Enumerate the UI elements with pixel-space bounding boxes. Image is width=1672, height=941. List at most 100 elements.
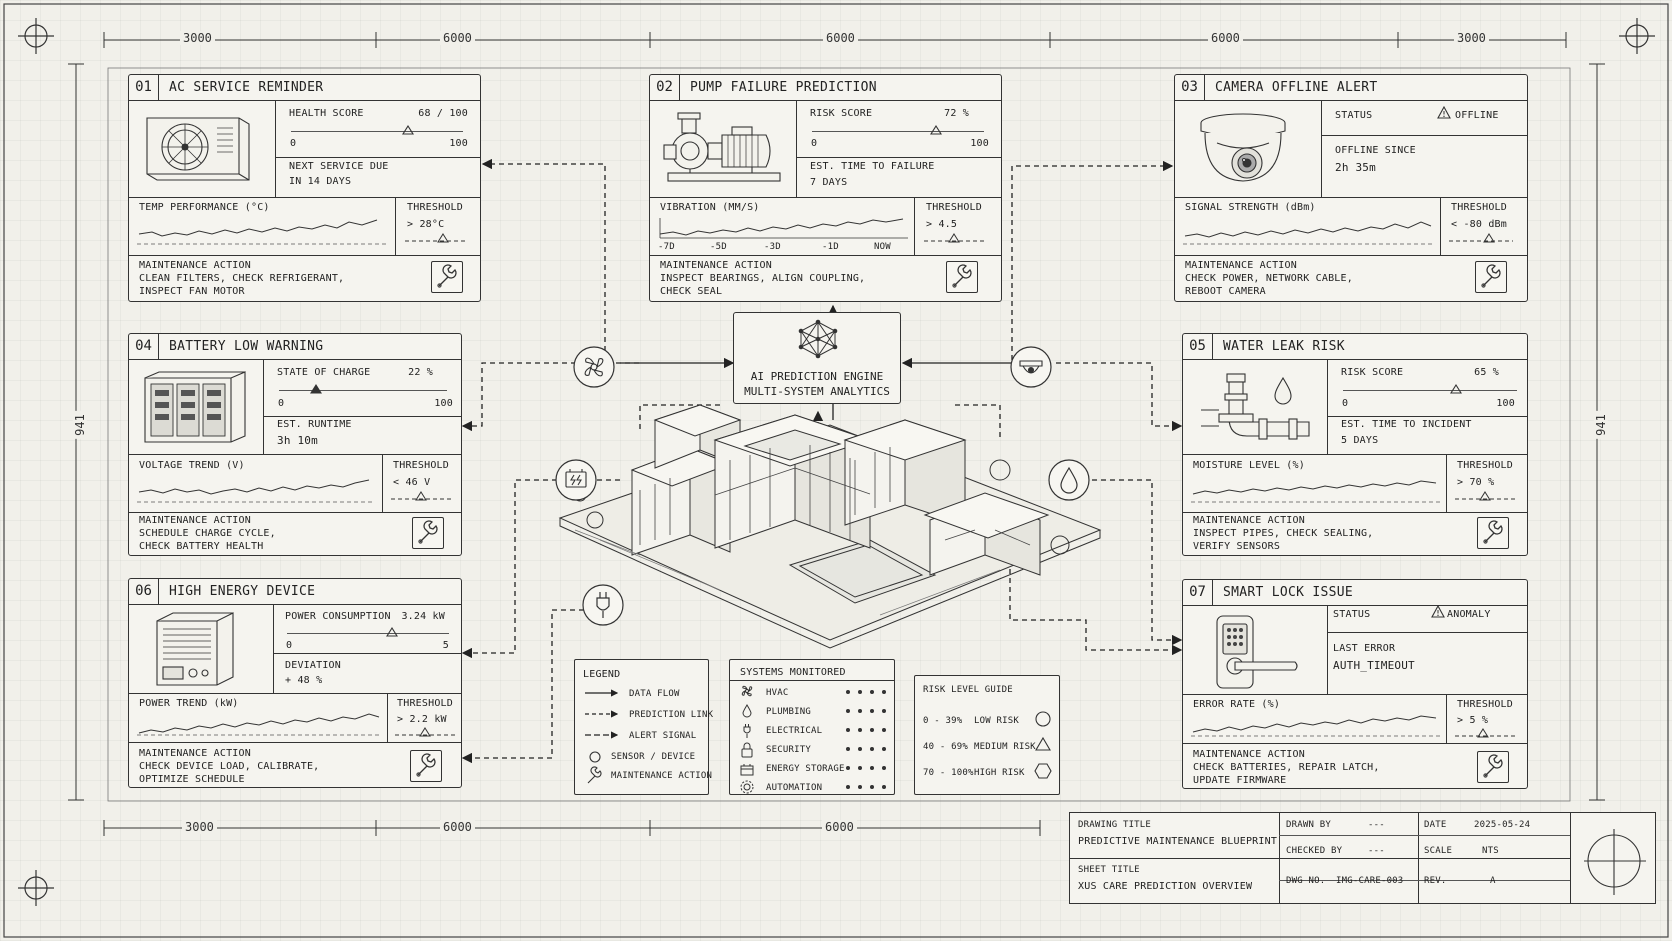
action-label: MAINTENANCE ACTION: [139, 515, 251, 526]
risk-symbols: [1034, 711, 1052, 779]
scale-max: 100: [449, 138, 468, 149]
action-line: INSPECT BEARINGS, ALIGN COUPLING,: [660, 273, 866, 284]
scale-max: 100: [1496, 398, 1515, 409]
metric-value: 22 %: [408, 367, 433, 378]
maintenance-wrench-button[interactable]: [1477, 751, 1509, 783]
plug-icon: [596, 592, 610, 618]
trend-label: ERROR RATE (%): [1193, 699, 1281, 710]
risk-guide-title: RISK LEVEL GUIDE: [923, 685, 1013, 695]
card-title: SMART LOCK ISSUE: [1223, 585, 1354, 600]
threshold-value: > 70 %: [1457, 477, 1495, 488]
neural-network-icon: [798, 319, 838, 359]
sub-value: AUTH_TIMEOUT: [1333, 659, 1415, 672]
sub-label: OFFLINE SINCE: [1335, 145, 1416, 156]
x-tick: NOW: [874, 242, 891, 252]
threshold-value: > 4.5: [926, 219, 958, 230]
card-number: 02: [650, 75, 680, 100]
sub-label: EST. TIME TO INCIDENT: [1341, 419, 1472, 430]
scale-max: 100: [434, 398, 453, 409]
legend-box: LEGEND DATA FLOW PREDICTION LINK ALERT S…: [574, 659, 713, 795]
risk-range: 0 - 39%: [923, 716, 963, 726]
threshold-marker: [405, 233, 467, 243]
sub-value: 2h 35m: [1335, 161, 1376, 174]
pump-icon: [663, 112, 781, 182]
sub-value: 7 DAYS: [810, 177, 848, 188]
sub-label: NEXT SERVICE DUE: [289, 161, 389, 172]
action-line: REBOOT CAMERA: [1185, 286, 1266, 297]
battery-icon: [740, 764, 754, 776]
maintenance-wrench-button[interactable]: [946, 261, 978, 293]
metric-value: 3.24 kW: [401, 611, 445, 622]
system-item: HVAC: [766, 688, 789, 698]
triangle-icon: [1035, 736, 1051, 751]
trend-sparkline: [1183, 221, 1433, 245]
threshold-value: > 2.2 kW: [397, 714, 447, 725]
risk-range: 70 - 100%: [923, 768, 974, 778]
scale-max: 100: [970, 138, 989, 149]
level-marker: [401, 124, 414, 135]
plug-icon: [743, 724, 751, 738]
x-tick: -1D: [822, 242, 839, 252]
maintenance-wrench-button[interactable]: [1475, 261, 1507, 293]
checked-by-label: CHECKED BY: [1286, 846, 1343, 856]
action-line: CHECK SEAL: [660, 286, 723, 297]
action-line: CLEAN FILTERS, CHECK REFRIGERANT,: [139, 273, 345, 284]
maintenance-wrench-button[interactable]: [410, 750, 442, 782]
legend-item: DATA FLOW: [629, 689, 680, 699]
scale-min: 0: [290, 138, 297, 149]
sub-label: EST. TIME TO FAILURE: [810, 161, 935, 172]
checked-by: ---: [1368, 846, 1385, 856]
action-line: OPTIMIZE SCHEDULE: [139, 774, 245, 785]
status-dots: [846, 690, 886, 789]
maintenance-wrench-button[interactable]: [431, 261, 463, 293]
scale-min: 0: [1342, 398, 1349, 409]
dim-label: 3000: [180, 31, 215, 45]
battery-icon: [565, 469, 587, 488]
card-title: HIGH ENERGY DEVICE: [169, 584, 316, 599]
metric-label: POWER CONSUMPTION: [285, 611, 391, 622]
scale-min: 0: [286, 640, 293, 651]
x-tick: -5D: [710, 242, 727, 252]
pipe-leak-icon: [1201, 373, 1310, 440]
threshold-label: THRESHOLD: [926, 202, 982, 213]
heat-pump-icon: [156, 612, 234, 686]
trend-sparkline: [1191, 480, 1441, 503]
date: 2025-05-24: [1474, 820, 1531, 830]
action-line: UPDATE FIRMWARE: [1193, 775, 1287, 786]
x-tick: -3D: [764, 242, 781, 252]
fan-icon: [584, 357, 604, 377]
maintenance-wrench-button[interactable]: [1477, 517, 1509, 549]
registration-mark-icon: [1584, 829, 1646, 895]
sub-label: DEVIATION: [285, 660, 341, 671]
threshold-value: < 46 V: [393, 477, 431, 488]
threshold-label: THRESHOLD: [1457, 699, 1513, 710]
level-marker: [1450, 383, 1463, 394]
dwg-no-label: DWG NO.: [1286, 876, 1326, 886]
engine-title: AI PREDICTION ENGINE: [750, 370, 884, 383]
action-line: SCHEDULE CHARGE CYCLE,: [139, 528, 276, 539]
systems-title: SYSTEMS MONITORED: [740, 667, 846, 678]
metric-label: STATE OF CHARGE: [277, 367, 371, 378]
metric-value: 65 %: [1474, 367, 1499, 378]
threshold-marker: [1455, 491, 1517, 501]
circle-icon: [1035, 711, 1051, 727]
sheet-title-label: SHEET TITLE: [1078, 865, 1140, 875]
ai-prediction-engine[interactable]: AI PREDICTION ENGINE MULTI-SYSTEM ANALYT…: [733, 312, 901, 404]
system-item: SECURITY: [766, 745, 811, 755]
gear-icon: [740, 780, 754, 794]
dim-label: 6000: [822, 820, 857, 834]
dim-label: 941: [72, 411, 87, 439]
sub-value: IN 14 DAYS: [289, 176, 352, 187]
action-line: INSPECT PIPES, CHECK SEALING,: [1193, 528, 1374, 539]
action-line: VERIFY SENSORS: [1193, 541, 1281, 552]
maintenance-wrench-button[interactable]: [412, 517, 444, 549]
